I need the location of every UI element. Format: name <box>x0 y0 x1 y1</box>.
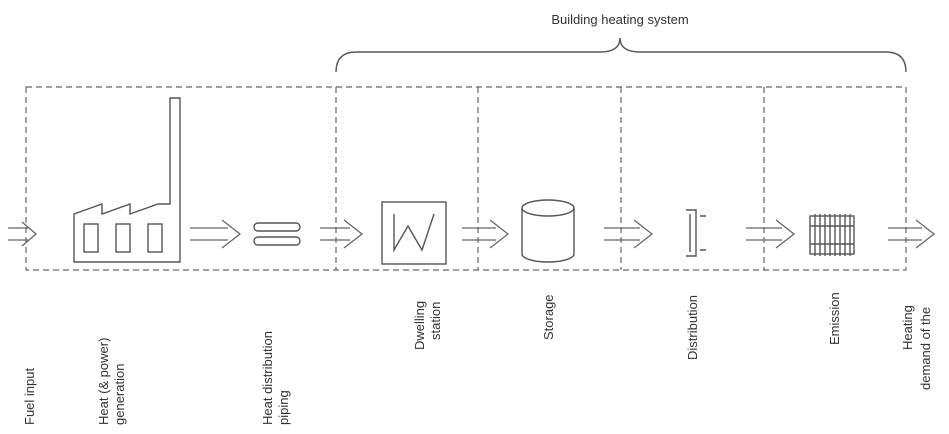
diagram-title: Building heating system <box>551 12 688 27</box>
building-system-brace <box>335 37 907 73</box>
radiator-icon <box>809 214 855 256</box>
label-dwelling-station-2: station <box>428 302 443 340</box>
label-heating-demand-2: demand of the <box>918 307 933 390</box>
distribution-pipe-icon <box>686 209 706 257</box>
label-distribution: Distribution <box>685 295 700 360</box>
label-storage: Storage <box>541 294 556 340</box>
label-emission: Emission <box>827 292 842 345</box>
arrow-icon <box>746 219 796 249</box>
arrow-icon <box>462 219 510 249</box>
arrow-icon <box>888 219 936 249</box>
label-dwelling-station-1: Dwelling <box>412 301 427 350</box>
arrow-icon <box>320 219 364 249</box>
arrow-icon <box>604 219 654 249</box>
system-boundary <box>25 86 907 271</box>
label-fuel-input: Fuel input <box>22 368 37 425</box>
label-heat-distribution-piping-1: Heat distribution <box>260 331 275 425</box>
label-heat-distribution-piping-2: piping <box>276 390 291 425</box>
storage-tank-icon <box>521 199 575 263</box>
label-heat-power-generation-2: generation <box>112 364 127 425</box>
arrow-icon <box>190 219 242 249</box>
arrow-icon <box>8 221 37 247</box>
pipes-icon <box>253 222 301 246</box>
heat-exchanger-icon <box>381 201 447 265</box>
label-heat-power-generation-1: Heat (& power) <box>96 338 111 425</box>
label-heating-demand-1: Heating <box>900 305 915 350</box>
factory-icon <box>73 97 181 263</box>
